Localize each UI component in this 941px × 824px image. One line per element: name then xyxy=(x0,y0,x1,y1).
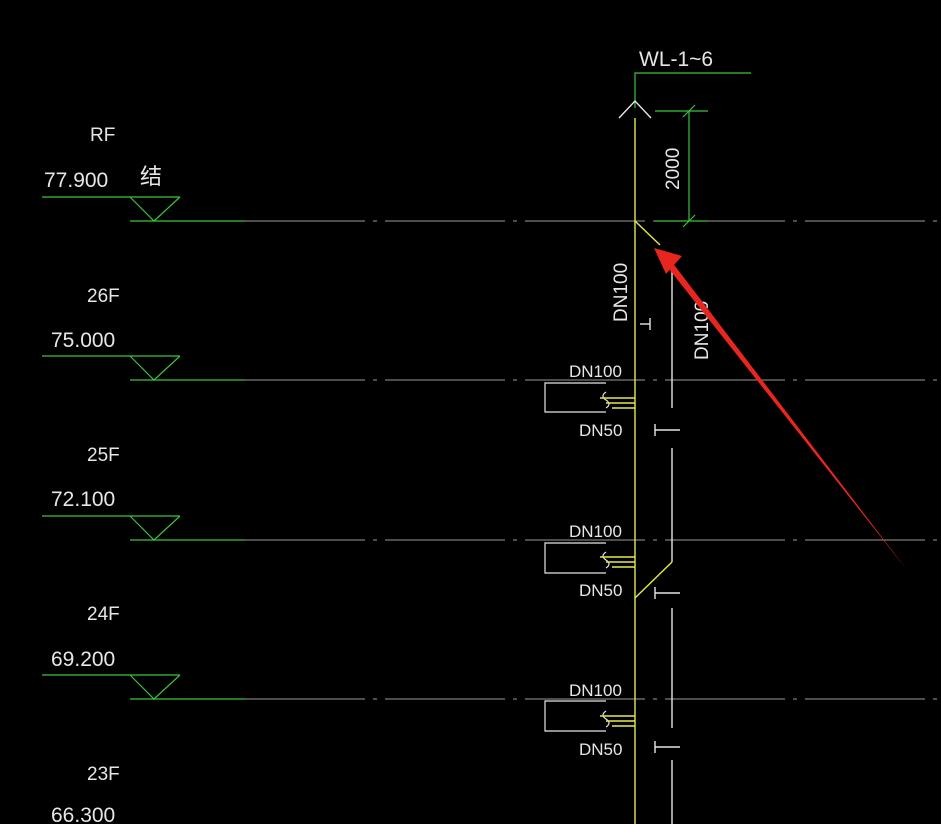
elevation-marker-rf xyxy=(42,196,245,222)
floor-lines xyxy=(245,220,941,700)
branch-lower-label: DN50 xyxy=(579,740,622,759)
elevation-marker-24f xyxy=(42,674,245,700)
branch-25f: DN100 DN50 xyxy=(544,522,635,600)
floor-elevation-rf: 77.900 xyxy=(44,169,108,192)
red-arrow-icon xyxy=(654,248,907,570)
branch-upper-label: DN100 xyxy=(569,362,622,381)
dimension-label: 2000 xyxy=(663,148,684,190)
floor-name-26f: 26F xyxy=(87,286,120,307)
vent-cap-icon xyxy=(618,99,652,119)
main-stack xyxy=(634,118,661,824)
vent-stack xyxy=(640,260,680,824)
branch-upper-label: DN100 xyxy=(569,522,622,541)
floor-name-25f: 25F xyxy=(87,445,120,466)
main-pipe-label: DN100 xyxy=(611,263,632,322)
floor-name-23f: 23F xyxy=(87,764,120,785)
branch-lower-label: DN50 xyxy=(579,421,622,440)
branch-upper-label: DN100 xyxy=(569,681,622,700)
elevation-marker-25f xyxy=(42,515,245,541)
floor-name-24f: 24F xyxy=(87,604,120,625)
pipe-label-leader xyxy=(634,72,751,108)
floor-labels: RF 77.900 结 26F 75.000 25F 72.100 24F 69… xyxy=(44,125,162,824)
branch-24f: DN100 DN50 xyxy=(544,681,635,759)
elevation-markers xyxy=(42,196,245,700)
structure-mark: 结 xyxy=(140,164,162,189)
elevation-marker-26f xyxy=(42,355,245,381)
dimension-2000 xyxy=(655,104,708,228)
branch-lower-label: DN50 xyxy=(579,581,622,600)
floor-elevation-25f: 72.100 xyxy=(51,488,115,511)
vent-connection xyxy=(634,561,673,599)
floor-name-rf: RF xyxy=(90,125,115,146)
branch-26f: DN100 DN50 xyxy=(544,362,635,440)
floor-elevation-26f: 75.000 xyxy=(51,329,115,352)
floor-elevation-24f: 69.200 xyxy=(51,648,115,671)
pipe-label-group: WL-1~6 xyxy=(618,48,751,119)
floor-elevation-23f: 66.300 xyxy=(51,804,115,824)
pipe-label: WL-1~6 xyxy=(639,48,713,71)
